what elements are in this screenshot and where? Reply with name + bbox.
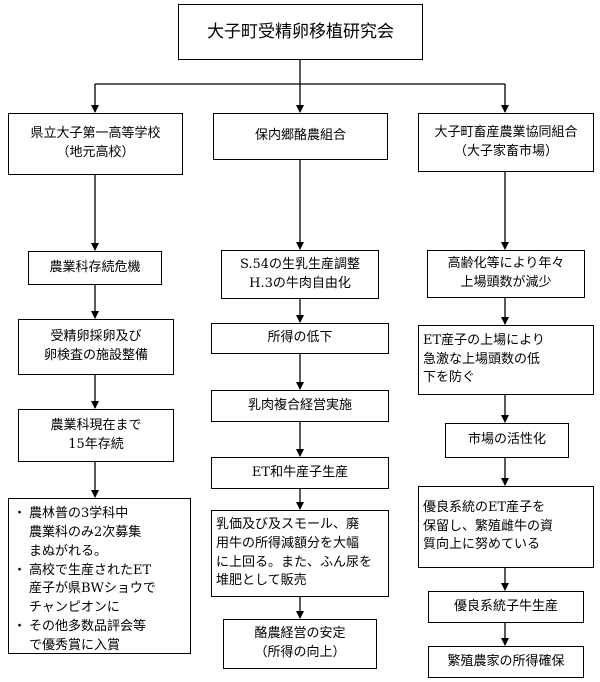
header-dairy-union: 保内郷酪農組合 (213, 113, 388, 160)
step-dairy-stability: 酪農経営の安定 （所得の向上） (223, 619, 377, 669)
step-market-farmer-income: 繁殖農家の所得確保 (428, 646, 584, 678)
list-item: その他多数品評会等 で優秀賞に入賞 (13, 618, 184, 656)
root-node: 大子町受精卵移植研究会 (178, 4, 423, 60)
step-market-et-listing: ET産子の上場により 急激な上場頭数の低 下を防ぐ (418, 325, 594, 395)
school-results-list: 農林普の3学科中 農業科のみ2次募集 まぬがれる。 高校で生産されたET 産子が… (8, 498, 191, 654)
step-school-facility: 受精卵採卵及び 卵検査の施設整備 (18, 319, 174, 375)
step-market-decline: 高齢化等により年々 上場頭数が減少 (427, 250, 585, 298)
step-school-crisis: 農業科存続危機 (28, 251, 162, 285)
list-item: 農林普の3学科中 農業科のみ2次募集 まぬがれる。 (13, 505, 184, 562)
list-item: 高校で生産されたET 産子が県BWショウで チャンピオンに (13, 562, 184, 619)
step-dairy-adjustment: S.54の生乳生産調整 H.3の牛肉自由化 (221, 250, 379, 299)
step-market-calf-production: 優良系統子牛生産 (428, 591, 584, 623)
step-dairy-combined: 乳肉複合経営実施 (211, 390, 389, 422)
step-dairy-income-drop: 所得の低下 (211, 323, 389, 354)
header-livestock-coop: 大子町畜産農業協同組合 （大子家畜市場） (418, 113, 594, 172)
step-market-activation: 市場の活性化 (445, 423, 569, 458)
step-dairy-et-wagyu: ET和牛産子生産 (211, 457, 389, 489)
step-market-retain-et: 優良系統のET産子を 保留し、繁殖雌牛の資 質向上に努めている (418, 486, 594, 568)
header-high-school: 県立大子第一高等学校 （地元高校） (8, 113, 183, 175)
step-dairy-income-result: 乳価及び及スモール、廃 用牛の所得減額分を大幅 に上回る。また、ふん尿を 堆肥と… (211, 510, 389, 597)
step-school-continued: 農業科現在まで 15年存続 (18, 409, 174, 462)
